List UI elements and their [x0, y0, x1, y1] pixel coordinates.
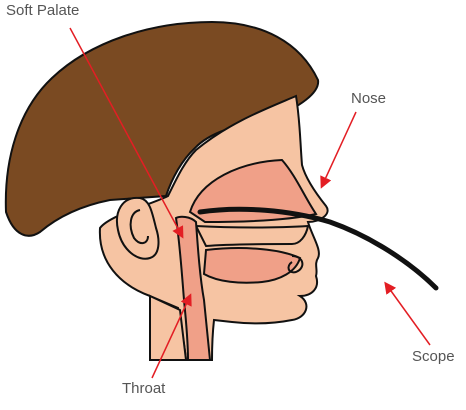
arrow-nose: [322, 112, 356, 186]
label-nose: Nose: [351, 90, 386, 108]
label-scope: Scope: [412, 348, 455, 366]
arrow-scope: [386, 284, 430, 345]
label-throat: Throat: [122, 380, 165, 398]
label-soft-palate: Soft Palate: [6, 2, 79, 20]
palate: [196, 226, 308, 246]
